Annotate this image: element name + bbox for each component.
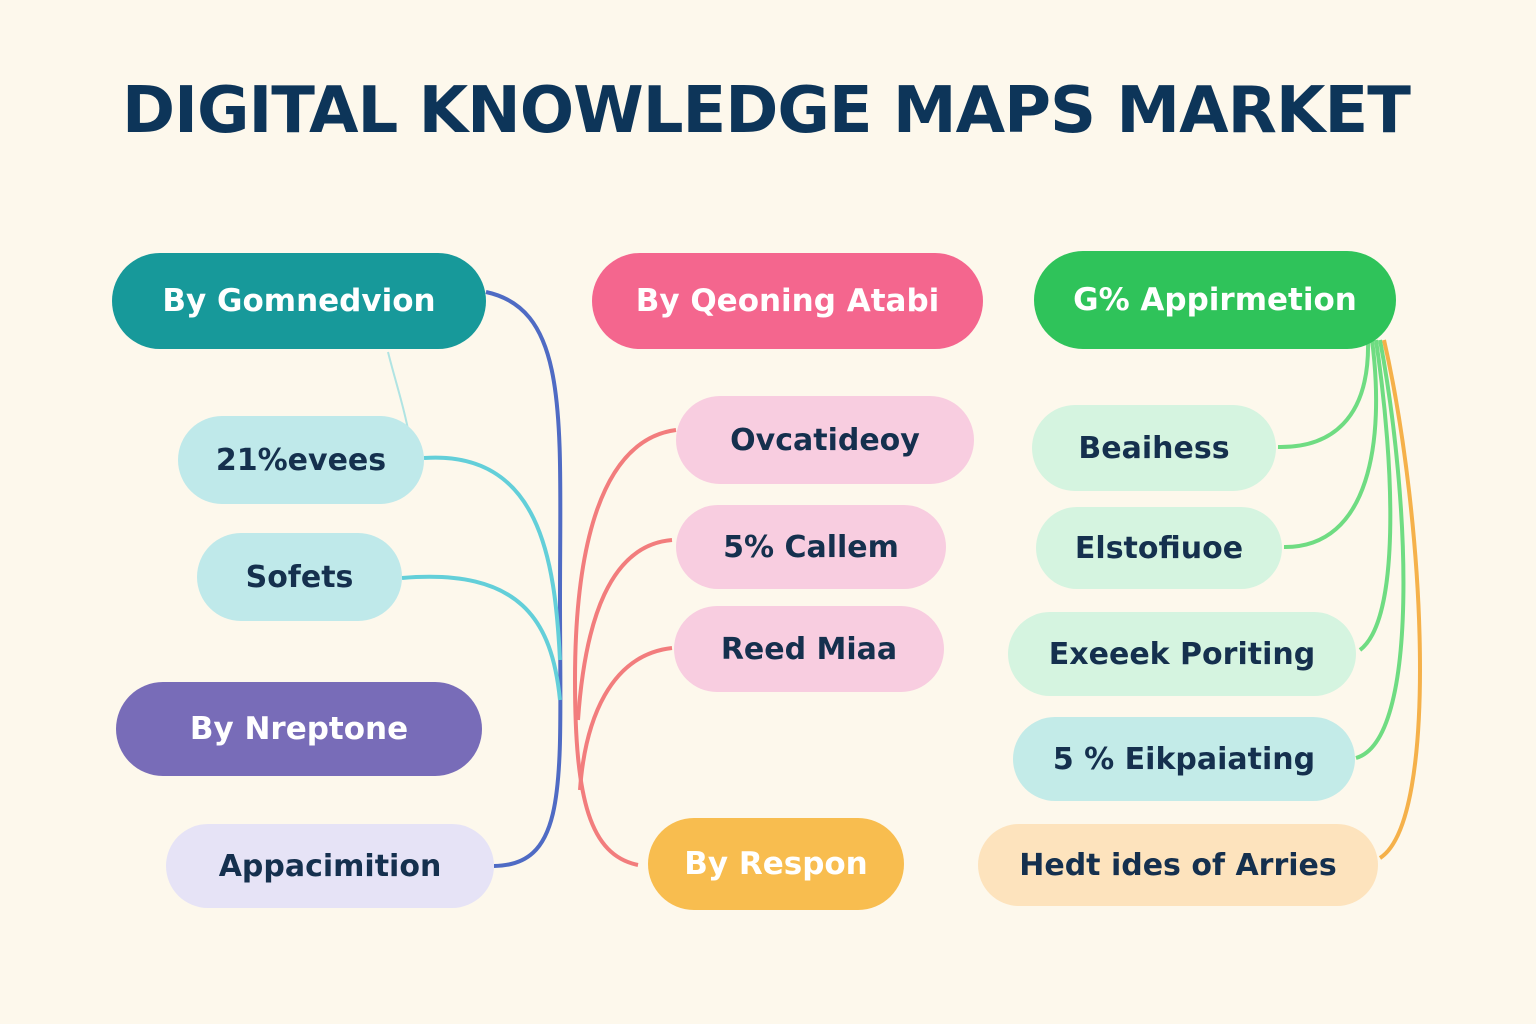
link-sofets-hub — [401, 574, 562, 701]
node-label: 5 % Eikpaiating — [1052, 741, 1316, 777]
node-label: 5% Callem — [723, 529, 899, 565]
link-ovcatideoy-respon — [572, 428, 677, 867]
node-reed-miaa[interactable]: Reed Miaa — [674, 606, 944, 692]
link-callem-hub — [576, 538, 673, 721]
link-appirmetion-hedt — [1378, 339, 1422, 860]
node-label: By Gomnedvion — [162, 283, 436, 319]
node-label: Beaihess — [1078, 430, 1230, 466]
node-appirmetion[interactable]: G% Appirmetion — [1034, 251, 1396, 349]
page-title: DIGITAL KNOWLEDGE MAPS MARKET — [122, 74, 1411, 148]
link-gomnedvion-appacimition — [485, 290, 563, 868]
node-label: Sofets — [245, 559, 354, 595]
node-by-respon[interactable]: By Respon — [648, 818, 904, 910]
link-reed-hub — [578, 646, 673, 791]
node-eikpaiating[interactable]: 5 % Eikpaiating — [1013, 717, 1355, 801]
link-appirmetion-exeeek — [1358, 339, 1393, 652]
node-label: Ovcatideoy — [730, 422, 920, 458]
node-by-neptone[interactable]: By Nreptone — [116, 682, 482, 776]
node-by-gomnedvion[interactable]: By Gomnedvion — [112, 253, 486, 349]
link-appirmetion-elstofiuoe — [1283, 339, 1379, 550]
node-label: Appacimition — [218, 848, 442, 884]
node-ees[interactable]: 21%evees — [178, 416, 424, 504]
node-appacimition[interactable]: Appacimition — [166, 824, 494, 908]
node-callem[interactable]: 5% Callem — [676, 505, 946, 589]
node-label: By Nreptone — [189, 711, 409, 747]
link-appirmetion-eikpaiating — [1355, 339, 1406, 760]
node-by-qeoning-atabi[interactable]: By Qeoning Atabi — [592, 253, 983, 349]
node-label: G% Appirmetion — [1073, 282, 1357, 318]
node-beaihess[interactable]: Beaihess — [1032, 405, 1276, 491]
link-appirmetion-beaihess — [1277, 339, 1371, 450]
node-label: Exeeek Poriting — [1048, 636, 1316, 672]
node-label: Hedt ides of Arries — [1019, 847, 1337, 883]
link-ees-hub — [423, 455, 562, 661]
node-label: Elstofiuoe — [1074, 530, 1244, 566]
node-label: Reed Miaa — [720, 631, 898, 667]
node-exeeek-poriting[interactable]: Exeeek Poriting — [1008, 612, 1356, 696]
node-hedt-ides[interactable]: Hedt ides of Arries — [978, 824, 1378, 906]
node-label: 21%evees — [215, 442, 387, 478]
node-ovcatideoy[interactable]: Ovcatideoy — [676, 396, 974, 484]
node-elstofiuoe[interactable]: Elstofiuoe — [1036, 507, 1282, 589]
node-label: By Qeoning Atabi — [635, 283, 940, 319]
node-label: By Respon — [684, 846, 868, 882]
node-sofets[interactable]: Sofets — [197, 533, 402, 621]
